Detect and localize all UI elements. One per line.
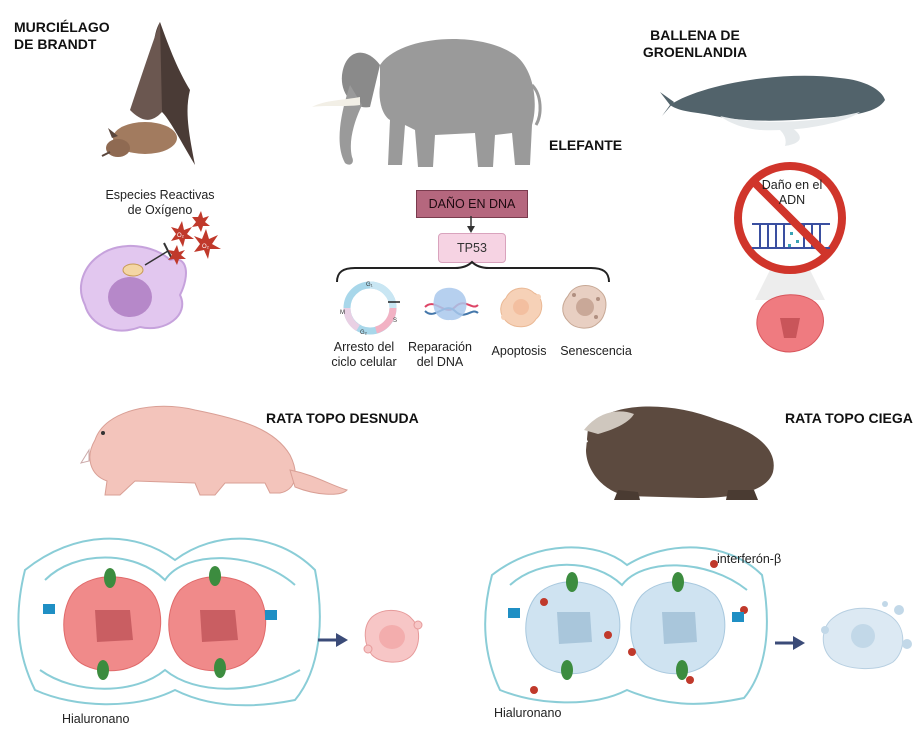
phase-g2: G₂ — [360, 330, 368, 336]
ros-label: Especies Reactivas de Oxígeno — [105, 188, 215, 217]
naked-mole-rat-illustration — [79, 405, 348, 496]
nmr-hyaluronan-label: Hialuronano — [62, 712, 130, 726]
bat-illustration — [101, 22, 195, 165]
outcome-apoptosis: Apoptosis — [491, 344, 547, 358]
whale-dna-damage-label: Daño en el ADN — [761, 178, 823, 207]
nmr-dying-cell — [363, 610, 423, 663]
no-dna-damage-sign — [734, 162, 846, 353]
dna-damage-box: DAÑO EN DNA — [416, 190, 528, 218]
senescence-icon — [562, 285, 607, 329]
outcomes-bracket — [336, 260, 610, 283]
outcome-senescence: Senescencia — [560, 344, 632, 358]
cell-cycle-icon: G₁ S G₂ M — [340, 281, 400, 336]
bat-cell-diagram: O₂ O₂ — [80, 211, 221, 332]
whale-illustration — [660, 75, 885, 146]
arrow-down-icon — [467, 216, 475, 233]
tp53-box: TP53 — [438, 233, 506, 263]
arrow-right-icon — [318, 633, 348, 647]
bat-title: MURCIÉLAGO DE BRANDT — [14, 19, 110, 52]
outcome-dna-repair: Reparación del DNA — [408, 340, 472, 369]
whale-title: BALLENA DE GROENLANDIA — [642, 27, 748, 60]
naked-mole-rat-title: RATA TOPO DESNUDA — [266, 410, 419, 426]
apoptosis-icon — [500, 287, 543, 328]
bmr-necrotic-cell — [821, 601, 912, 670]
elephant-illustration — [312, 38, 542, 168]
naked-mole-rat-ecm-diagram — [17, 537, 321, 707]
blind-mole-rat-ecm-diagram — [484, 546, 768, 705]
bmr-hyaluronan-label: Hialuronano — [494, 706, 562, 720]
arrow-right-icon — [775, 636, 805, 650]
phase-g1: G₁ — [366, 282, 373, 288]
phase-s: S — [393, 318, 397, 324]
dna-repair-icon — [424, 287, 479, 321]
elephant-title: ELEFANTE — [549, 137, 623, 153]
ros-symbol: O₂ — [202, 244, 210, 250]
interferon-beta-label: interferón-β — [717, 552, 782, 566]
blind-mole-rat-illustration — [580, 406, 774, 500]
ros-symbol: O₂ — [177, 233, 185, 239]
phase-m: M — [340, 310, 345, 316]
outcome-cell-cycle-arrest: Arresto del ciclo celular — [331, 340, 397, 369]
blind-mole-rat-title: RATA TOPO CIEGA — [785, 410, 913, 426]
